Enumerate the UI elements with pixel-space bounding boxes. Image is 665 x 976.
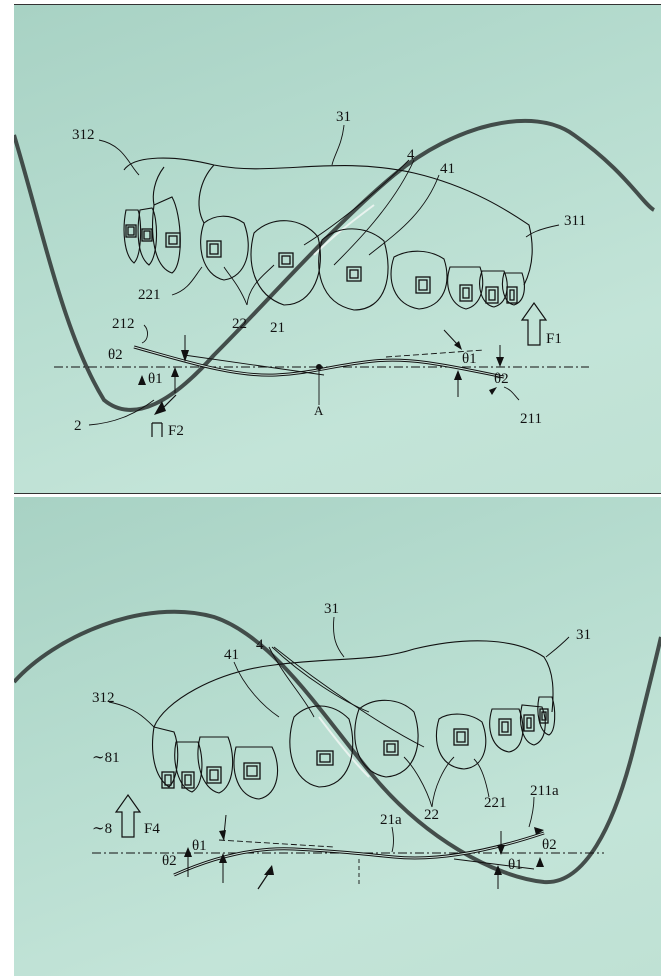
top-photo-panel: 31 312 4 41 311 221 22 21 212 θ2 θ1 θ1 θ… <box>14 4 661 494</box>
label-21: 21 <box>270 320 285 336</box>
label-F1: F1 <box>546 331 562 347</box>
label-212: 212 <box>112 316 135 332</box>
label-A: A <box>314 403 324 418</box>
archwire-photo <box>14 118 656 412</box>
label-31: 31 <box>324 601 339 617</box>
label-312: 312 <box>92 690 115 706</box>
label-theta2-right: θ2 <box>494 371 509 387</box>
label-31: 31 <box>336 109 351 125</box>
label-21a: 21a <box>380 812 402 828</box>
label-theta1-right: θ1 <box>508 857 523 873</box>
teeth-outline <box>152 696 556 800</box>
label-theta1-right: θ1 <box>462 351 477 367</box>
label-81: ∼81 <box>92 750 120 766</box>
leader-lines <box>88 124 560 426</box>
label-211a: 211a <box>530 783 559 799</box>
force-arrow-F2 <box>151 422 163 437</box>
label-41: 41 <box>440 161 455 177</box>
label-F4: F4 <box>144 821 160 837</box>
label-theta1-left: θ1 <box>192 838 207 854</box>
label-221: 221 <box>138 287 161 303</box>
label-211: 211 <box>520 411 542 427</box>
force-arrow-F4 <box>114 793 142 838</box>
aligner-outline <box>123 157 533 286</box>
label-22: 22 <box>232 316 247 332</box>
label-312: 312 <box>72 127 95 143</box>
label-theta2-right: θ2 <box>542 837 557 853</box>
label-311: 311 <box>564 213 586 229</box>
bottom-photo-panel: 31 31 4 41 312 ∼81 ∼8 F4 21a 22 221 211a… <box>14 497 661 976</box>
label-8: ∼8 <box>92 821 112 837</box>
force-arrows <box>184 814 544 890</box>
force-arrows <box>138 329 504 415</box>
bottom-diagram: 31 31 4 41 312 ∼81 ∼8 F4 21a 22 221 211a… <box>14 601 661 890</box>
label-4: 4 <box>407 147 415 163</box>
bracket-icons <box>125 224 518 304</box>
point-A <box>316 364 322 370</box>
label-31-cut: 31 <box>576 627 591 643</box>
label-2: 2 <box>74 418 82 434</box>
archwire-photo <box>14 609 661 885</box>
bracket-icons <box>161 708 549 789</box>
top-diagram: 31 312 4 41 311 221 22 21 212 θ2 θ1 θ1 θ… <box>14 109 656 439</box>
label-theta1-left: θ1 <box>148 371 163 387</box>
label-41: 41 <box>224 647 239 663</box>
teeth-outline <box>123 164 525 311</box>
aligner-outline <box>153 640 554 728</box>
label-4: 4 <box>256 637 264 653</box>
label-F2: F2 <box>168 423 184 439</box>
force-arrow-F1 <box>520 301 548 346</box>
label-theta2-left: θ2 <box>162 853 177 869</box>
label-221: 221 <box>484 795 507 811</box>
leader-lines <box>108 616 570 853</box>
label-theta2-left: θ2 <box>108 347 123 363</box>
label-22: 22 <box>424 807 439 823</box>
